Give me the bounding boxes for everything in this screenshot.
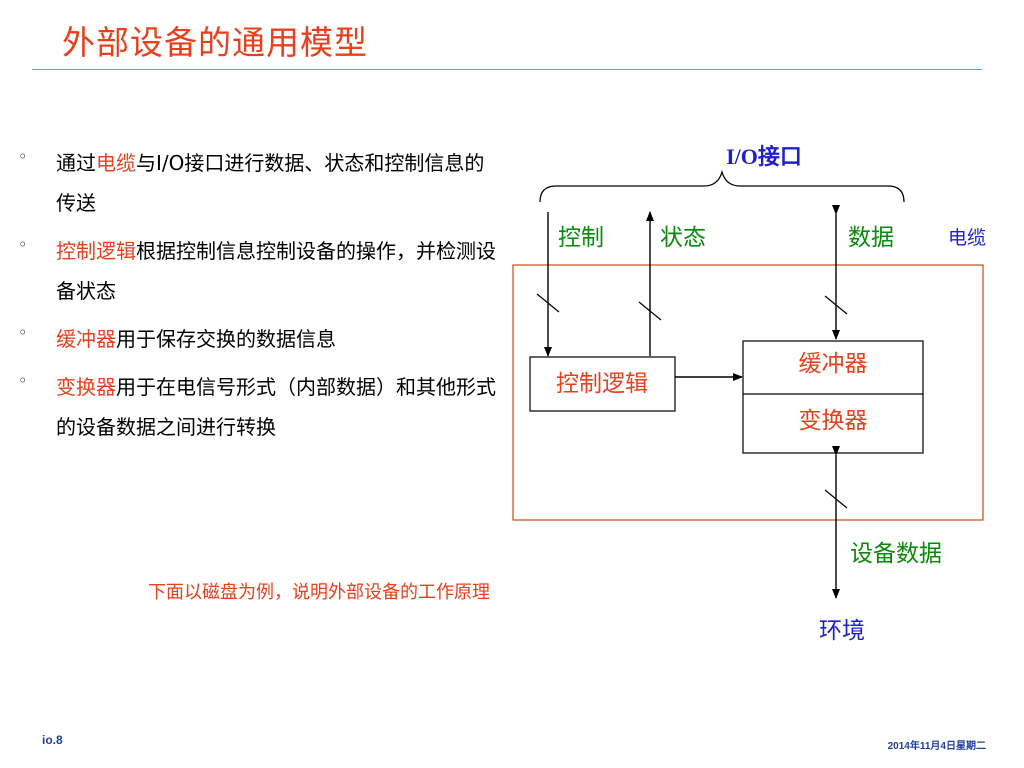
cable-label: 电缆 [948, 227, 986, 249]
bullet-item: ◦ 缓冲器用于保存交换的数据信息 [18, 319, 498, 359]
device-data-label: 设备数据 [850, 541, 942, 567]
bullet-highlight: 缓冲器 [56, 327, 116, 351]
bullet-item: ◦ 变换器用于在电信号形式（内部数据）和其他形式的设备数据之间进行转换 [18, 367, 498, 447]
control-bus-slash [536, 293, 560, 313]
bullet-mark: ◦ [18, 323, 28, 342]
device-data-bus-slash [824, 489, 848, 509]
bullet-item: ◦ 控制逻辑根据控制信息控制设备的操作，并检测设备状态 [18, 231, 498, 311]
converter-label: 变换器 [799, 408, 868, 434]
bullet-highlight: 控制逻辑 [56, 239, 136, 263]
control-label: 控制 [558, 225, 604, 251]
bullet-list: ◦ 通过电缆与I/O接口进行数据、状态和控制信息的传送 ◦ 控制逻辑根据控制信息… [18, 143, 498, 455]
page-title: 外部设备的通用模型 [62, 23, 368, 62]
buffer-label: 缓冲器 [799, 351, 868, 377]
bullet-highlight: 变换器 [56, 375, 116, 399]
bullet-text: 用于在电信号形式（内部数据）和其他形式的设备数据之间进行转换 [56, 375, 496, 439]
slide-date: 2014年11月4日星期二 [887, 741, 986, 752]
bullet-highlight: 电缆 [96, 151, 136, 175]
control-logic-box [529, 356, 676, 412]
bullet-text: 与I/O接口进行数据、状态和控制信息的传送 [56, 151, 485, 215]
title-divider [32, 69, 982, 70]
bullet-text: 用于保存交换的数据信息 [116, 327, 336, 351]
explanation-note: 下面以磁盘为例，说明外部设备的工作原理 [148, 582, 490, 603]
buffer-converter-box [742, 340, 924, 454]
status-bus-slash [638, 301, 662, 321]
bullet-item: ◦ 通过电缆与I/O接口进行数据、状态和控制信息的传送 [18, 143, 498, 223]
bullet-mark: ◦ [18, 371, 28, 390]
device-boundary [512, 264, 984, 521]
bullet-text: 根据控制信息控制设备的操作，并检测设备状态 [56, 239, 496, 303]
slide-number: io.8 [42, 733, 63, 747]
status-label: 状态 [660, 225, 706, 251]
bullet-text: 通过 [56, 151, 96, 175]
io-brace [539, 169, 905, 203]
data-bus-slash [824, 295, 848, 315]
bullet-mark: ◦ [18, 147, 28, 166]
io-interface-label: I/O接口 [726, 144, 802, 169]
environment-label: 环境 [819, 618, 865, 644]
control-logic-label: 控制逻辑 [556, 371, 648, 397]
bullet-mark: ◦ [18, 235, 28, 254]
data-label: 数据 [848, 225, 894, 251]
